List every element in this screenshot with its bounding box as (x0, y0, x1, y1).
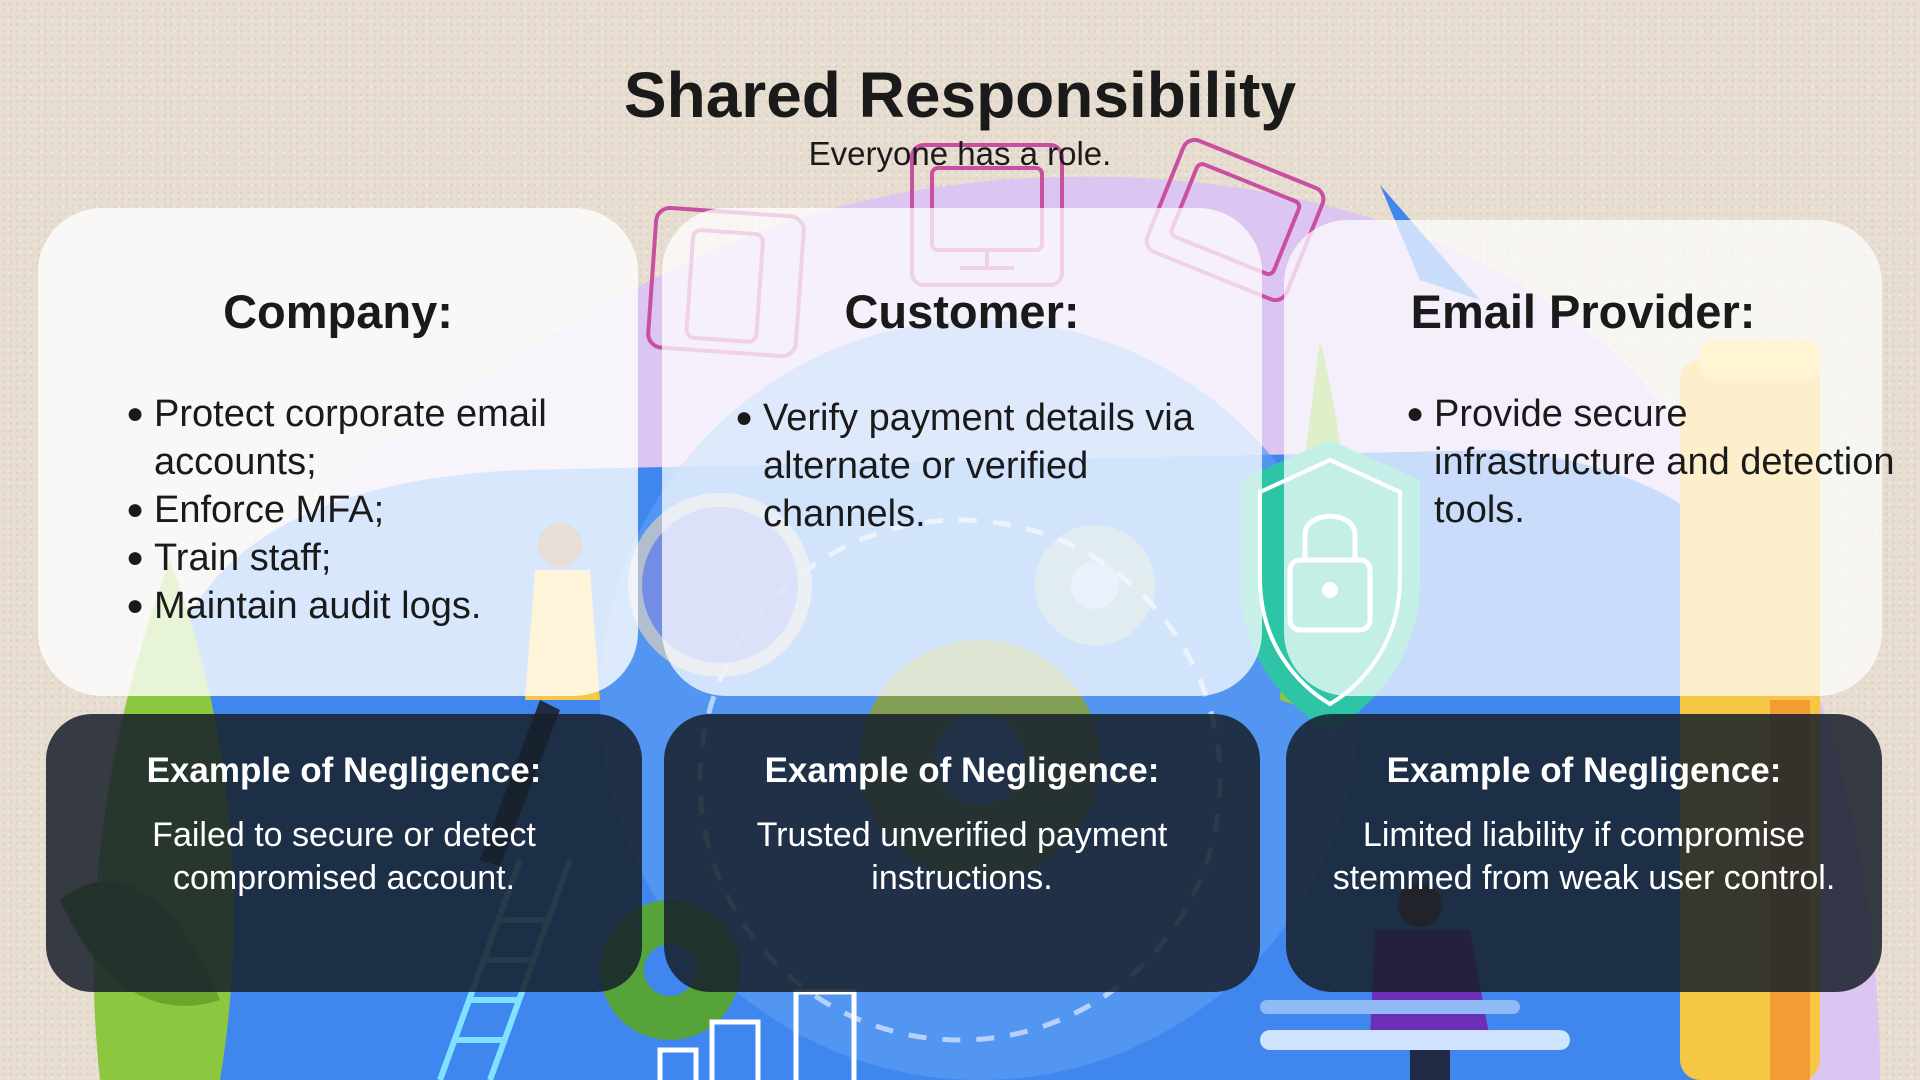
card-company: Company: ●Protect corporate email accoun… (38, 208, 638, 696)
list-item: ●Verify payment details via alternate or… (735, 394, 1233, 538)
example-heading: Example of Negligence: (764, 751, 1160, 790)
bullet-icon: ● (126, 589, 145, 622)
bullet-icon: ● (126, 541, 145, 574)
card-heading: Customer: (844, 285, 1080, 338)
example-customer: Example of Negligence: Trusted unverifie… (664, 714, 1260, 992)
responsibility-list: ●Provide secure infrastructure and detec… (1406, 390, 1914, 534)
list-item: ●Enforce MFA; (126, 486, 624, 534)
example-text: Limited liability if compromise stemmed … (1332, 816, 1836, 897)
responsibility-list: ●Protect corporate email accounts; ●Enfo… (126, 390, 624, 630)
example-company: Example of Negligence: Failed to secure … (46, 714, 642, 992)
responsibility-list: ●Verify payment details via alternate or… (735, 394, 1233, 538)
example-text: Trusted unverified payment instructions. (756, 816, 1168, 897)
list-item: ●Train staff; (126, 534, 624, 582)
bar-chart-icon (657, 989, 857, 1080)
list-item: ●Provide secure infrastructure and detec… (1406, 390, 1914, 534)
bullet-icon: ● (1406, 397, 1425, 430)
card-customer: Customer: ●Verify payment details via al… (662, 208, 1262, 696)
card-heading: Email Provider: (1410, 285, 1756, 338)
bullet-icon: ● (126, 397, 145, 430)
list-item: ●Protect corporate email accounts; (126, 390, 624, 486)
bullet-icon: ● (126, 493, 145, 526)
page-subtitle: Everyone has a role. (808, 135, 1112, 172)
example-heading: Example of Negligence: (1386, 751, 1782, 790)
card-email-provider: Email Provider: ●Provide secure infrastr… (1284, 220, 1895, 696)
example-heading: Example of Negligence: (146, 751, 542, 790)
example-email-provider: Example of Negligence: Limited liability… (1286, 714, 1882, 992)
bullet-icon: ● (735, 401, 754, 434)
example-text: Failed to secure or detect compromised a… (152, 816, 536, 897)
list-item: ●Maintain audit logs. (126, 582, 624, 630)
card-heading: Company: (223, 285, 453, 338)
page-title: Shared Responsibility (623, 59, 1297, 131)
